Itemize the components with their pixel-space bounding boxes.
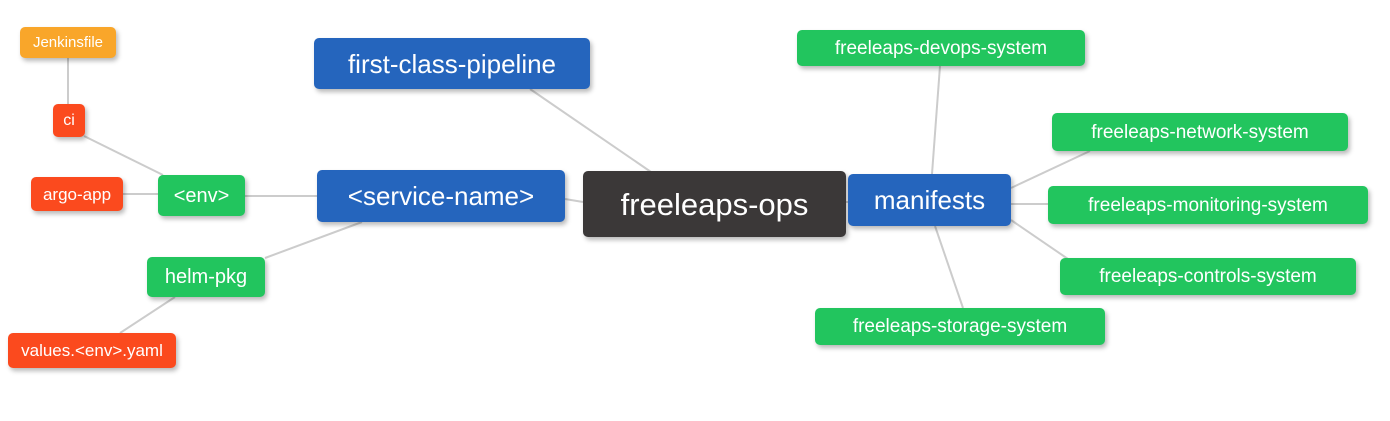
node-storage-system[interactable]: freeleaps-storage-system xyxy=(815,308,1105,345)
edge-manifests-devops-system xyxy=(931,65,941,175)
node-label: first-class-pipeline xyxy=(347,48,557,79)
node-network-system[interactable]: freeleaps-network-system xyxy=(1052,113,1348,151)
node-label: freeleaps-network-system xyxy=(1091,121,1309,143)
node-label: manifests xyxy=(873,185,986,215)
node-devops-system[interactable]: freeleaps-devops-system xyxy=(797,30,1085,66)
node-label: ci xyxy=(63,111,75,129)
node-label: argo-app xyxy=(42,184,112,204)
node-label: freeleaps-storage-system xyxy=(852,316,1068,337)
node-ci[interactable]: ci xyxy=(53,104,85,137)
node-monitoring-system[interactable]: freeleaps-monitoring-system xyxy=(1048,186,1368,224)
node-jenkinsfile[interactable]: Jenkinsfile xyxy=(20,27,116,58)
node-label: helm-pkg xyxy=(164,266,248,288)
node-freeleaps-ops[interactable]: freeleaps-ops xyxy=(583,171,846,237)
node-service-name[interactable]: <service-name> xyxy=(317,170,565,222)
node-env[interactable]: <env> xyxy=(158,175,245,216)
edge-helm-pkg-values-env-yaml xyxy=(119,296,176,334)
node-label: <env> xyxy=(173,184,230,207)
node-controls-system[interactable]: freeleaps-controls-system xyxy=(1060,258,1356,295)
node-label: <service-name> xyxy=(347,181,535,211)
node-manifests[interactable]: manifests xyxy=(848,174,1011,226)
node-label: freeleaps-ops xyxy=(620,186,809,222)
node-label: freeleaps-devops-system xyxy=(834,37,1048,59)
edge-manifests-controls-system xyxy=(1010,219,1069,260)
edge-first-class-pipeline-freeleaps-ops xyxy=(529,88,652,173)
node-helm-pkg[interactable]: helm-pkg xyxy=(147,257,265,297)
edge-ci-env xyxy=(83,135,164,176)
node-label: freeleaps-monitoring-system xyxy=(1088,194,1328,216)
node-label: values.<env>.yaml xyxy=(21,341,163,360)
edge-manifests-network-system xyxy=(1010,150,1091,189)
edge-manifests-storage-system xyxy=(934,225,964,309)
edge-service-name-freeleaps-ops xyxy=(564,198,584,203)
edge-helm-pkg-service-name xyxy=(264,221,363,259)
node-label: Jenkinsfile xyxy=(32,34,104,51)
node-first-class-pipeline[interactable]: first-class-pipeline xyxy=(314,38,590,89)
node-values-env-yaml[interactable]: values.<env>.yaml xyxy=(8,333,176,368)
node-argo-app[interactable]: argo-app xyxy=(31,177,123,211)
node-label: freeleaps-controls-system xyxy=(1099,266,1317,287)
